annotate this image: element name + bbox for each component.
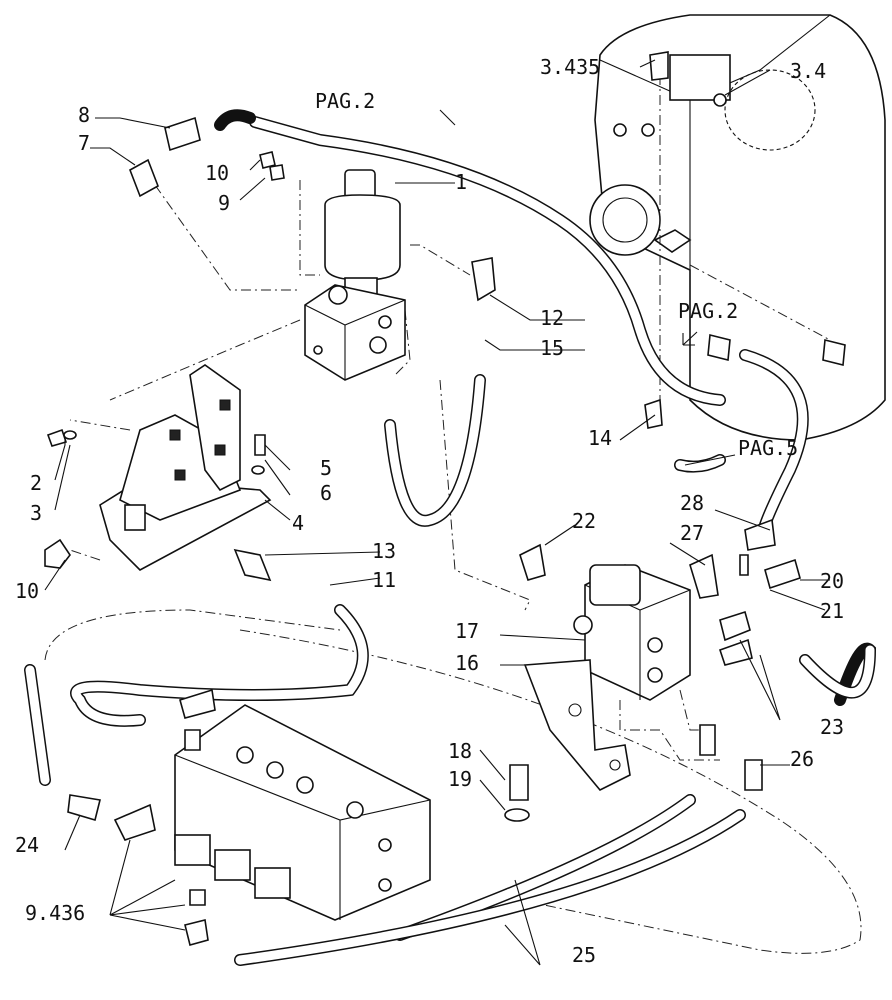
callout-10-top: 10: [205, 161, 229, 185]
hoses: [24, 109, 877, 966]
callout-23: 23: [820, 715, 844, 739]
accumulator: [324, 169, 401, 301]
callout-14: 14: [588, 426, 612, 450]
callout-3: 3: [30, 501, 42, 525]
callout-17: 17: [455, 619, 479, 643]
bracket: [99, 364, 272, 571]
callout-6: 6: [320, 481, 332, 505]
callout-20: 20: [820, 569, 844, 593]
callout-8: 8: [78, 103, 90, 127]
callout-28: 28: [680, 491, 704, 515]
assembly-lines: [44, 75, 862, 954]
callout-2: 2: [30, 471, 42, 495]
callout-21: 21: [820, 599, 844, 623]
callout-18: 18: [448, 739, 472, 763]
callout-labels: 1 2 3 4 5 6 7 8 9 10 10 11 12 13 14 15 1…: [15, 55, 844, 967]
callout-16: 16: [455, 651, 479, 675]
mounting-plate: [523, 659, 631, 791]
callout-3-4: 3.4: [790, 59, 826, 83]
callout-3-435: 3.435: [540, 55, 600, 79]
leader-lines: [44, 59, 830, 966]
callout-1: 1: [455, 170, 467, 194]
ref-pag-2-right: PAG.2: [678, 299, 738, 323]
callout-5: 5: [320, 456, 332, 480]
callout-26: 26: [790, 747, 814, 771]
fittings: [44, 51, 846, 946]
ref-pag-5: PAG.5: [738, 436, 798, 460]
valve-block-upper: [304, 284, 406, 381]
distributor-valve: [174, 704, 431, 921]
callout-24: 24: [15, 833, 39, 857]
callout-15: 15: [540, 336, 564, 360]
callout-10-bottom: 10: [15, 579, 39, 603]
callout-7: 7: [78, 131, 90, 155]
callout-11: 11: [372, 568, 396, 592]
callout-27: 27: [680, 521, 704, 545]
callout-22: 22: [572, 509, 596, 533]
callout-19: 19: [448, 767, 472, 791]
transmission-housing: [589, 14, 886, 441]
solenoid-valve: [573, 564, 691, 701]
callout-13: 13: [372, 539, 396, 563]
callout-9: 9: [218, 191, 230, 215]
ref-pag-2-top: PAG.2: [315, 89, 375, 113]
callout-4: 4: [292, 511, 304, 535]
callout-25: 25: [572, 943, 596, 967]
callout-9-436: 9.436: [25, 901, 85, 925]
callout-12: 12: [540, 306, 564, 330]
